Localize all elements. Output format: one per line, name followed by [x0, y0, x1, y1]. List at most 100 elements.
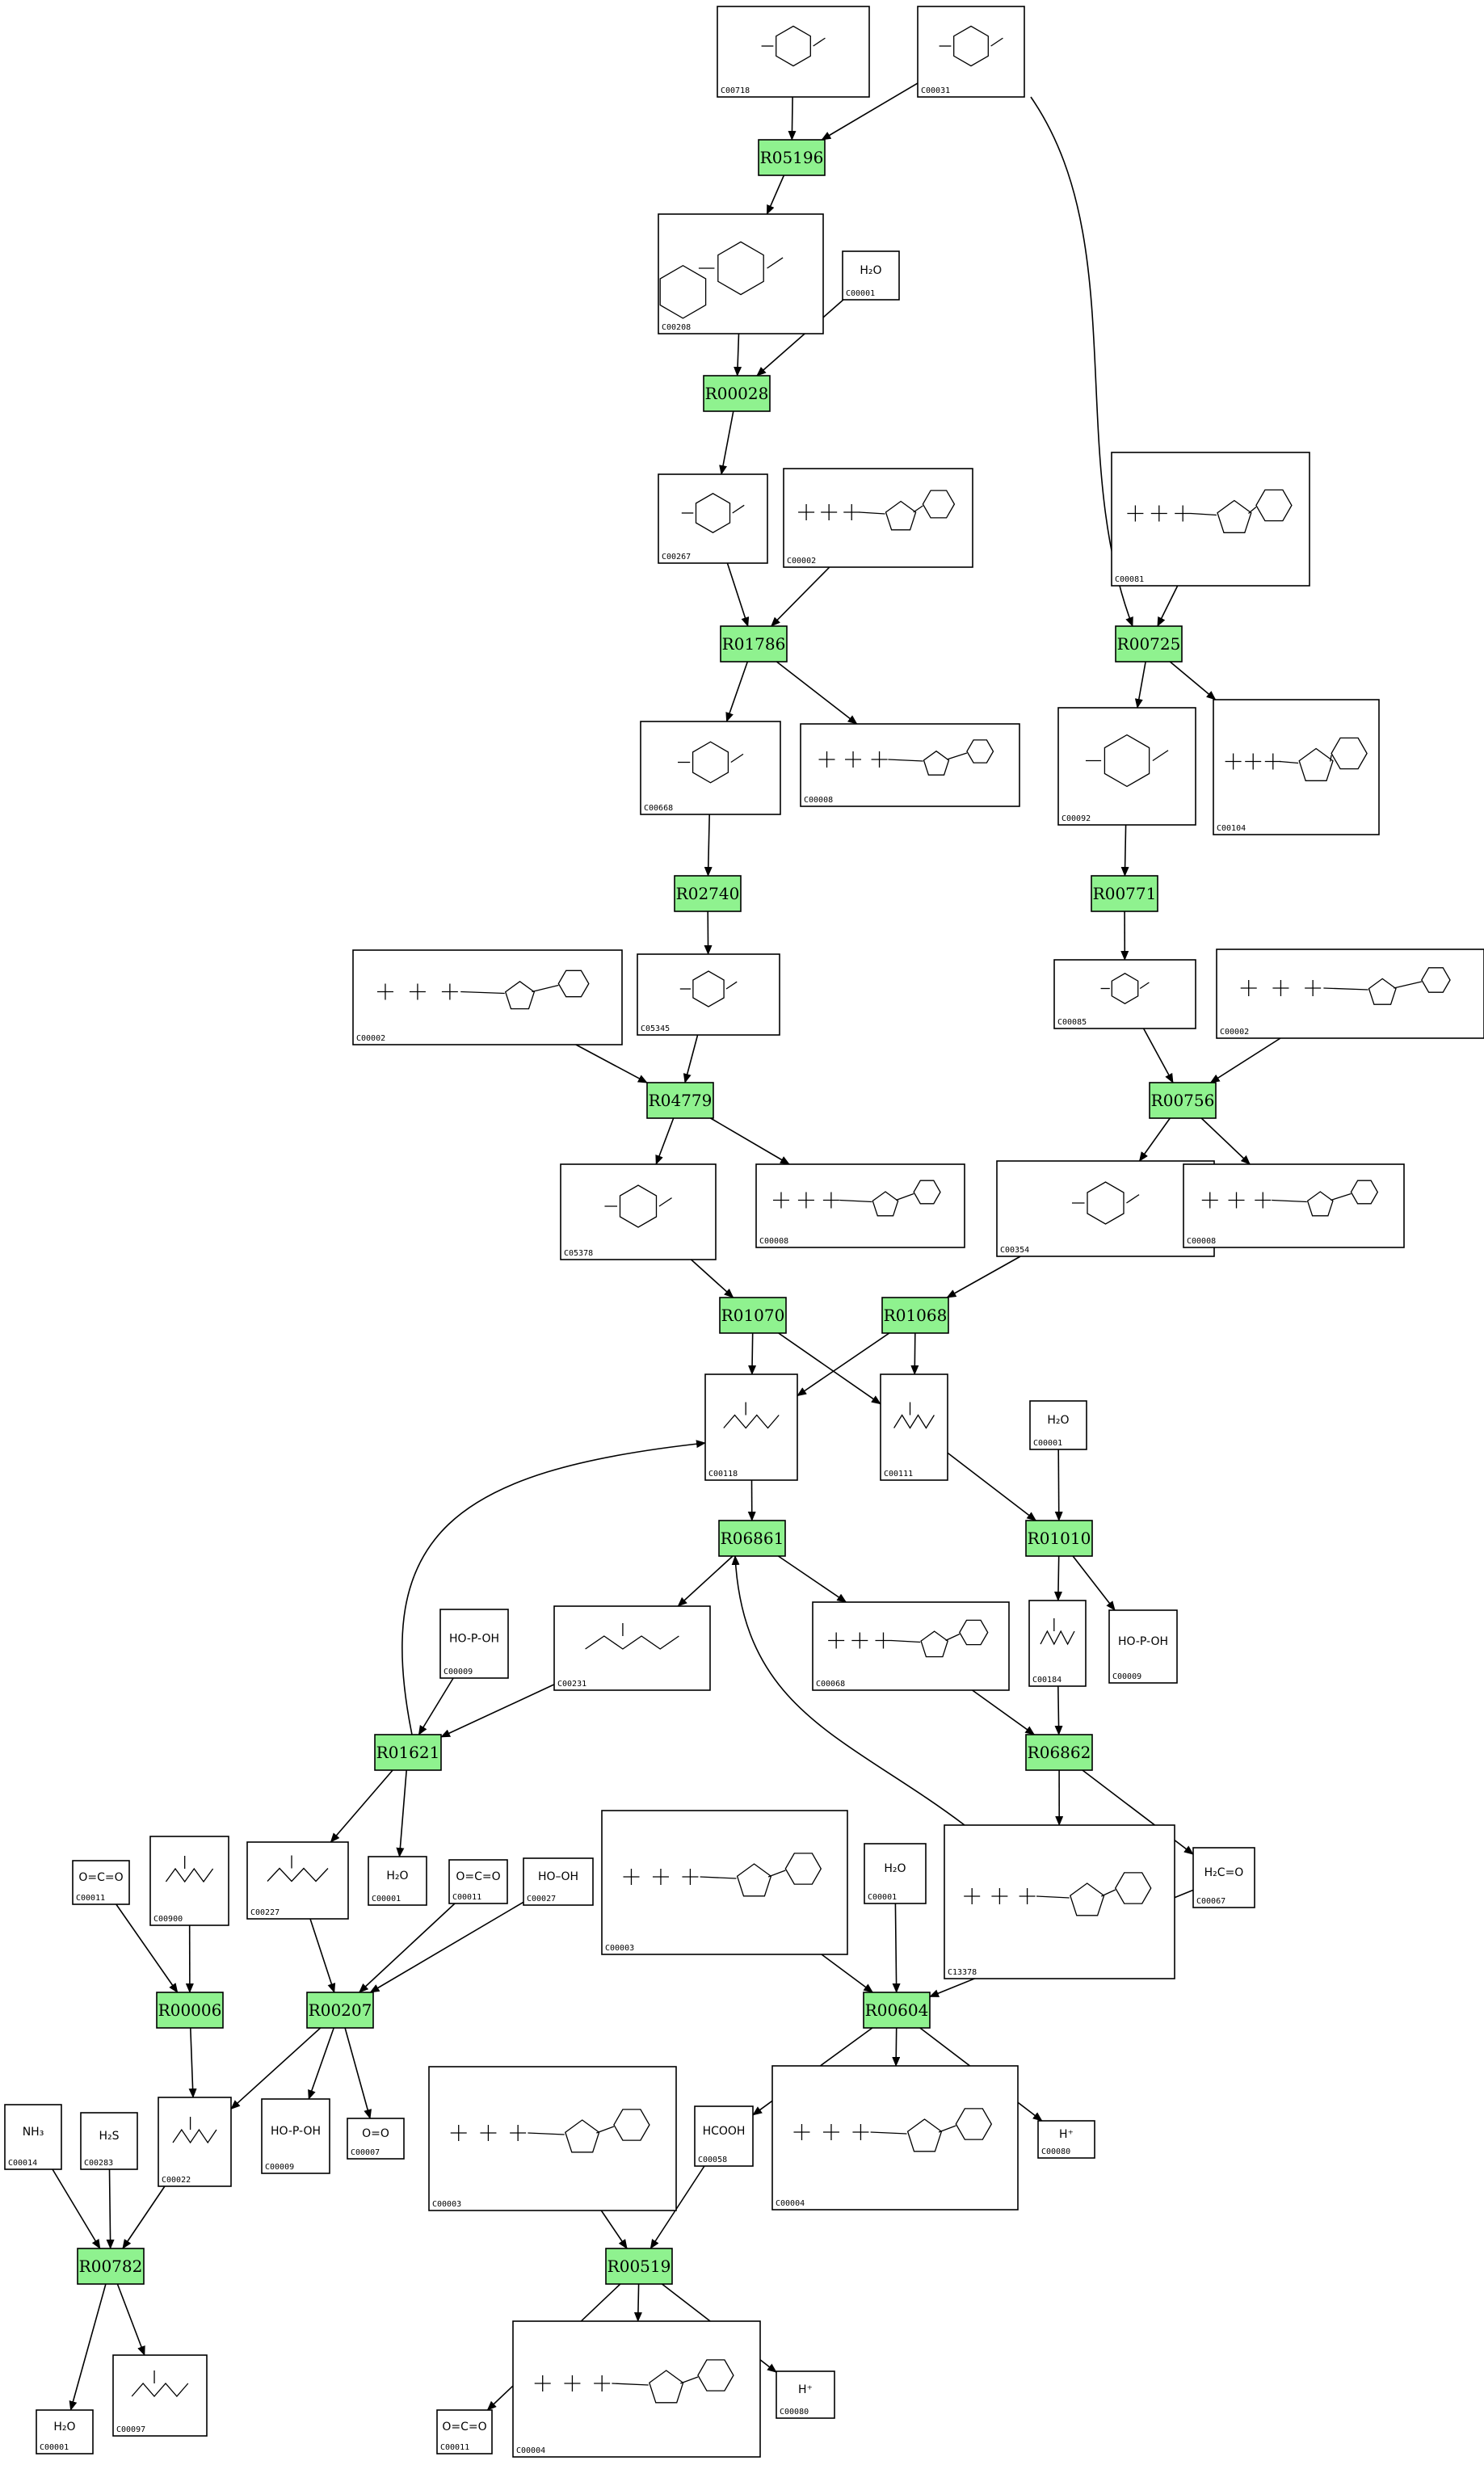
compound-C00004[interactable]: C00004: [512, 2320, 761, 2458]
compound-formula: H₂O: [884, 1862, 906, 1875]
compound-C00003[interactable]: C00003: [428, 2066, 677, 2211]
reaction-R00756[interactable]: R00756: [1149, 1082, 1217, 1119]
reaction-R00604[interactable]: R00604: [863, 1992, 931, 2029]
base-glyph: [1421, 967, 1451, 993]
compound-C00227[interactable]: C00227: [246, 1841, 349, 1920]
compound-C00231[interactable]: C00231: [553, 1605, 711, 1691]
compound-C00267[interactable]: C00267: [658, 473, 768, 564]
compound-C00080[interactable]: H⁺C00080: [1037, 2120, 1095, 2159]
compound-C00002[interactable]: C00002: [352, 949, 623, 1045]
reaction-R00782[interactable]: R00782: [77, 2248, 145, 2285]
reaction-R01070[interactable]: R01070: [719, 1297, 787, 1334]
bond-glyph: [725, 981, 738, 990]
edge-37: [677, 1555, 734, 1607]
compound-C00085[interactable]: C00085: [1053, 959, 1196, 1029]
compound-box: [1053, 959, 1196, 1029]
compound-C00092[interactable]: C00092: [1057, 707, 1196, 826]
reaction-R05196[interactable]: R05196: [758, 139, 826, 176]
compound-C00008[interactable]: C00008: [755, 1163, 965, 1248]
reaction-R04779[interactable]: R04779: [646, 1082, 714, 1119]
compound-C00002[interactable]: C00002: [1216, 949, 1484, 1039]
compound-C00208[interactable]: C00208: [658, 213, 824, 334]
reaction-R02740[interactable]: R02740: [674, 875, 742, 912]
edge-43: [396, 1769, 407, 1857]
compound-C05378[interactable]: C05378: [560, 1163, 717, 1260]
bond-glyph: [1272, 1199, 1307, 1203]
reaction-R06861[interactable]: R06861: [718, 1520, 786, 1557]
compound-C00111[interactable]: C00111: [880, 1373, 948, 1481]
reaction-R00006[interactable]: R00006: [156, 1992, 224, 2029]
edge-33: [947, 1452, 1037, 1521]
compound-formula: HO-P-OH: [1118, 1635, 1168, 1648]
bond-glyph: [891, 1639, 921, 1643]
edge-9: [776, 661, 858, 725]
compound-C00900[interactable]: C00900: [149, 1836, 229, 1926]
compound-box: [261, 2098, 330, 2174]
reaction-R01621[interactable]: R01621: [374, 1734, 442, 1771]
compound-C00184[interactable]: C00184: [1028, 1600, 1087, 1687]
bond-glyph: [1323, 987, 1368, 991]
compound-C00002[interactable]: C00002: [783, 468, 973, 568]
edge-64: [52, 2168, 101, 2249]
compound-C00008[interactable]: C00008: [800, 723, 1020, 807]
compound-C00004[interactable]: C00004: [771, 2065, 1019, 2211]
compound-C00718[interactable]: C00718: [717, 6, 870, 98]
bond-glyph: [528, 2132, 565, 2135]
compound-C00080[interactable]: H⁺C00080: [776, 2370, 835, 2419]
compound-C00031[interactable]: C00031: [917, 6, 1025, 98]
compound-C00008[interactable]: C00008: [1183, 1163, 1405, 1248]
edge-19: [683, 1034, 699, 1083]
compound-C00081[interactable]: C00081: [1111, 452, 1310, 587]
bond-glyph: [596, 2126, 615, 2134]
compound-formula: H₂O: [386, 1870, 408, 1882]
edge-44: [972, 1689, 1036, 1735]
reaction-R06862[interactable]: R06862: [1025, 1734, 1093, 1771]
compound-box: [368, 1856, 427, 1906]
compound-id-label: C00011: [76, 1894, 105, 1903]
base-glyph: [697, 2359, 734, 2391]
compound-C00118[interactable]: C00118: [704, 1373, 798, 1481]
compound-box: [917, 6, 1025, 98]
compound-C00354[interactable]: C00354: [996, 1160, 1215, 1257]
reaction-R01010[interactable]: R01010: [1025, 1520, 1093, 1557]
compound-box: [1108, 1609, 1178, 1684]
reaction-R00207[interactable]: R00207: [306, 1992, 374, 2029]
compound-id-label: C00111: [884, 1470, 913, 1479]
compound-C00668[interactable]: C00668: [640, 721, 781, 815]
compound-C00097[interactable]: C00097: [112, 2354, 208, 2437]
reaction-R00771[interactable]: R00771: [1091, 875, 1158, 912]
bond-glyph: [839, 1199, 872, 1203]
compound-C00003[interactable]: C00003: [601, 1810, 848, 1955]
compound-id-label: C00004: [776, 2199, 805, 2208]
compound-C05345[interactable]: C05345: [637, 953, 780, 1036]
compound-C00068[interactable]: C00068: [812, 1601, 1010, 1691]
compound-box: [553, 1605, 711, 1691]
compound-C00022[interactable]: C00022: [158, 2097, 232, 2187]
reaction-R00725[interactable]: R00725: [1115, 625, 1183, 663]
reaction-R01786[interactable]: R01786: [720, 625, 788, 663]
reaction-R01068[interactable]: R01068: [881, 1297, 949, 1334]
reaction-R00519[interactable]: R00519: [605, 2248, 673, 2285]
compound-C13378[interactable]: C13378: [944, 1824, 1175, 1979]
compound-C00104[interactable]: C00104: [1213, 699, 1380, 835]
edge-45: [1054, 1685, 1063, 1735]
reaction-R00028[interactable]: R00028: [703, 375, 771, 412]
ribose-glyph: [1368, 978, 1397, 1005]
